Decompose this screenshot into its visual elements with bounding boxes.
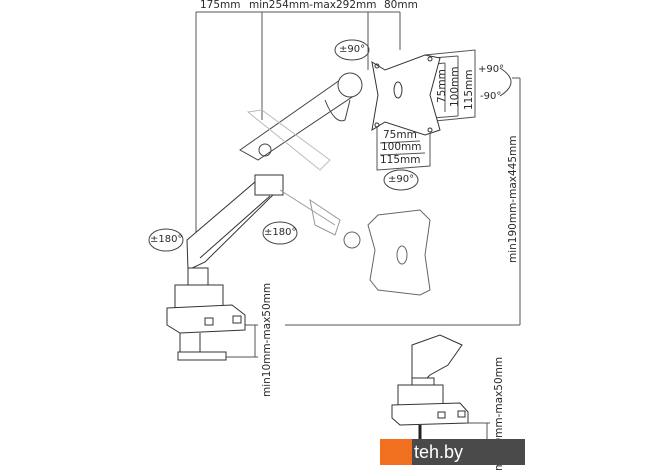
angle-tilt-up: +90° bbox=[478, 64, 505, 75]
vesa-h-100: 100mm bbox=[381, 141, 422, 153]
watermark-logo: teh.by bbox=[380, 439, 525, 465]
dim-80: 80mm bbox=[384, 0, 418, 11]
vesa-plate-lower bbox=[343, 209, 431, 296]
dim-175: 175mm bbox=[200, 0, 241, 11]
angle-markers bbox=[148, 39, 419, 252]
lower-arm bbox=[186, 174, 341, 271]
angle-tilt-down: -90° bbox=[480, 91, 502, 102]
vesa-h-115: 115mm bbox=[380, 154, 421, 166]
vesa-v-115: 115mm bbox=[463, 69, 475, 111]
watermark-text: teh.by bbox=[414, 442, 464, 462]
angle-plate-rotation: ±90° bbox=[388, 174, 415, 185]
vesa-h-75: 75mm bbox=[383, 129, 417, 141]
dim-height-range: min190mm-max445mm bbox=[507, 135, 519, 263]
angle-elbow-rotation: ±180° bbox=[264, 227, 297, 238]
angle-base-rotation: ±180° bbox=[150, 234, 183, 245]
upper-arm bbox=[239, 72, 363, 171]
vesa-v-75: 75mm bbox=[436, 69, 448, 103]
dim-clamp-range: min10mm-max50mm bbox=[261, 282, 273, 397]
dim-arm-length: min254mm-max292mm bbox=[249, 0, 377, 11]
detail-clamp bbox=[391, 334, 469, 465]
vesa-plate-upper bbox=[371, 54, 441, 136]
tilt-arrow bbox=[499, 67, 512, 97]
desk-clamp bbox=[166, 267, 246, 361]
vesa-v-100: 100mm bbox=[449, 66, 461, 108]
angle-head-swivel: ±90° bbox=[339, 44, 366, 55]
watermark-accent bbox=[380, 439, 412, 465]
